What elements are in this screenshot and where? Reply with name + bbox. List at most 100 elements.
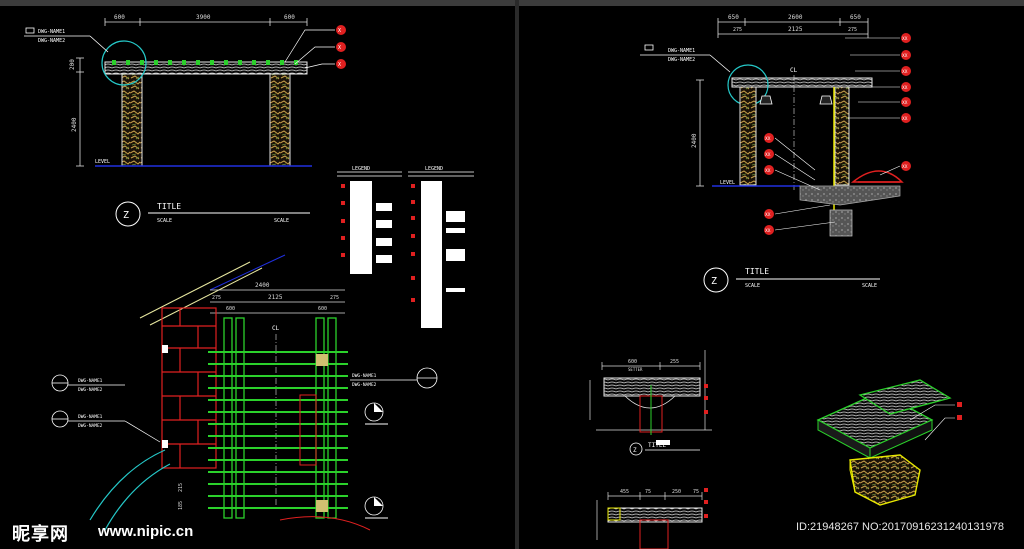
section-callout[interactable]: DWG-NAME1 DWG-NAME2 (51, 410, 161, 443)
stone-column-left (121, 73, 143, 167)
svg-text:SCALE: SCALE (745, 283, 760, 289)
svg-text:X: X (338, 28, 341, 34)
svg-text:DWG-NAME1: DWG-NAME1 (352, 373, 377, 379)
tag-bubble[interactable]: XX (764, 165, 774, 175)
svg-text:275: 275 (212, 295, 221, 301)
svg-text:XX: XX (902, 100, 908, 106)
tag-bubble[interactable]: X (336, 25, 346, 35)
detail-2: 455 75 250 75 (596, 488, 708, 549)
section-marker[interactable] (364, 402, 388, 425)
title-block: Z TITLE SCALE SCALE (703, 267, 880, 293)
section-callout[interactable]: DWG-NAME1 DWG-NAME2 (350, 367, 438, 389)
svg-text:250: 250 (672, 489, 681, 495)
tag-bubble[interactable]: XX (901, 33, 911, 43)
svg-text:XX: XX (765, 168, 771, 174)
svg-text:X: X (338, 45, 341, 51)
plan-dimensions (210, 289, 345, 314)
detail-circle (101, 40, 147, 86)
dim-text: 600 (114, 14, 125, 21)
title-block: Z TITLE SCALE SCALE (115, 201, 310, 227)
column-footprints (316, 354, 328, 512)
svg-text:600: 600 (226, 306, 235, 312)
svg-text:75: 75 (693, 489, 699, 495)
svg-text:XX: XX (765, 136, 771, 142)
svg-text:275: 275 (733, 27, 742, 33)
svg-text:Z: Z (633, 447, 637, 454)
tag-bubble[interactable]: XX (901, 161, 911, 171)
foundation (799, 185, 901, 206)
svg-text:DWG-NAME2: DWG-NAME2 (668, 57, 695, 63)
dim-text: 2400 (71, 117, 78, 132)
svg-text:DWG-NAME2: DWG-NAME2 (38, 38, 65, 44)
svg-text:SETTER: SETTER (628, 367, 643, 372)
svg-text:DWG-NAME1: DWG-NAME1 (38, 29, 65, 35)
tag-bubble[interactable]: XX (901, 113, 911, 123)
svg-text:215: 215 (178, 483, 184, 492)
svg-text:XX: XX (902, 69, 908, 75)
detail-title: Z TITLE (629, 440, 700, 456)
svg-text:XX: XX (902, 85, 908, 91)
svg-text:TITLE: TITLE (648, 442, 666, 449)
watermark-url: www.nipic.cn (98, 523, 194, 540)
watermark-logo: 昵享网 (12, 524, 69, 544)
section-beam (731, 77, 873, 88)
tag-bubble[interactable]: XX (764, 225, 774, 235)
green-slats (208, 351, 348, 509)
tag-bubble[interactable]: X (336, 59, 346, 69)
tag-bubble[interactable]: XX (901, 66, 911, 76)
tag-bubble[interactable]: XX (901, 97, 911, 107)
tag-bubble[interactable]: X (336, 42, 346, 52)
svg-text:XX: XX (902, 164, 908, 170)
svg-text:2125: 2125 (268, 294, 283, 301)
svg-text:Z: Z (123, 210, 129, 221)
viewport-divider[interactable] (515, 0, 519, 549)
tag-bubble[interactable]: XX (764, 209, 774, 219)
svg-text:650: 650 (850, 14, 861, 21)
svg-text:185: 185 (178, 501, 184, 510)
dim-text: 600 (284, 14, 295, 21)
svg-text:XX: XX (902, 116, 908, 122)
vertical-dimensions (76, 57, 84, 167)
plan-view: 2400 2125 600 275 275 600 CL (51, 254, 438, 531)
svg-text:XX: XX (765, 212, 771, 218)
svg-text:TITLE: TITLE (745, 267, 769, 276)
section-callout[interactable]: DWG-NAME1 DWG-NAME2 (51, 374, 125, 393)
tag-bubble[interactable]: XX (764, 149, 774, 159)
isometric-detail (816, 379, 962, 506)
lamps (759, 95, 833, 105)
dim-text: 3900 (196, 14, 211, 21)
viewer-top-bar (0, 0, 1024, 6)
section-marker[interactable] (364, 496, 388, 519)
svg-text:XX: XX (902, 53, 908, 59)
tag-bubble[interactable]: XX (764, 133, 774, 143)
svg-text:SCALE: SCALE (862, 283, 877, 289)
svg-text:DWG-NAME1: DWG-NAME1 (668, 48, 695, 54)
svg-text:LEVEL: LEVEL (720, 180, 735, 186)
tag-bubble[interactable]: XX (901, 50, 911, 60)
svg-text:DWG-NAME2: DWG-NAME2 (78, 423, 103, 429)
elevation-dimensions (104, 18, 308, 26)
svg-text:600: 600 (628, 359, 637, 365)
svg-text:SCALE: SCALE (274, 218, 289, 224)
svg-text:Z: Z (711, 276, 717, 287)
svg-text:X: X (338, 62, 341, 68)
svg-text:CL: CL (790, 67, 798, 74)
right-section: 650 2600 650 275 2125 275 2400 CL LEVEL (640, 14, 911, 293)
svg-text:XX: XX (765, 152, 771, 158)
svg-text:LEGEND: LEGEND (425, 166, 443, 172)
plan-boundary-lines (139, 254, 286, 326)
section-callout[interactable]: DWG-NAME1 DWG-NAME2 (24, 27, 109, 53)
pergola-beam (104, 61, 308, 75)
detail-1: 600 255 SETTER Z TITLE (589, 350, 712, 456)
tag-bubble[interactable]: XX (901, 82, 911, 92)
stone-column-left (739, 86, 757, 186)
svg-text:2400: 2400 (691, 133, 698, 148)
leader-lines (774, 37, 901, 231)
svg-text:TITLE: TITLE (157, 202, 181, 211)
level-label: LEVEL (95, 159, 110, 165)
planter (850, 170, 904, 183)
svg-text:2600: 2600 (788, 14, 803, 21)
section-callout[interactable]: DWG-NAME1 DWG-NAME2 (640, 44, 731, 73)
brick-wall (161, 307, 217, 469)
